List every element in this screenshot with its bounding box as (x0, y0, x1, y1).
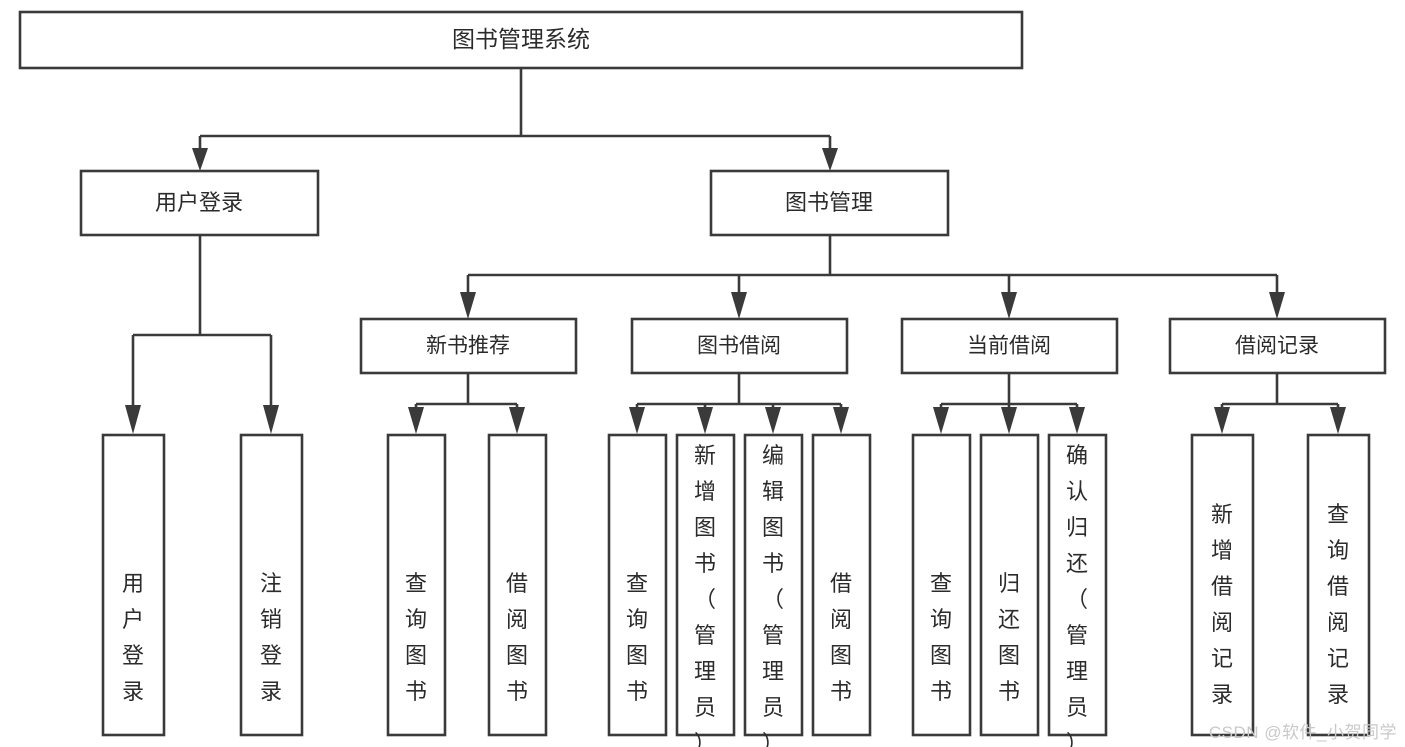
arrow-to-leaf-query-book-3 (933, 407, 949, 434)
arrow-to-borrow-record (1269, 292, 1285, 319)
leaf-borrow-book-2-box[interactable] (811, 433, 872, 737)
leaf-logout-label: 注销登录 (260, 571, 282, 704)
leaf-query-book-1-box[interactable] (386, 433, 447, 737)
arrow-to-new-book-recommend (460, 292, 476, 319)
leaf-query-record-box[interactable] (1306, 433, 1371, 737)
node-book-management[interactable]: 图书管理 (709, 169, 950, 237)
leaf-add-record-box[interactable] (1190, 433, 1255, 737)
leaf-logout-box[interactable] (239, 433, 304, 737)
leaf-add-book-label: 新增图书（管理员） (694, 443, 716, 747)
leaf-edit-book[interactable]: 编辑图书（管理员） (743, 433, 804, 747)
node-user-login-box[interactable] (79, 169, 320, 237)
leaf-query-book-1[interactable]: 查询图书 (386, 433, 447, 737)
arrow-to-leaf-borrow-book-1 (509, 407, 525, 434)
node-user-login[interactable]: 用户登录 (79, 169, 320, 237)
leaf-confirm-return[interactable]: 确认归还（管理员） (1047, 433, 1108, 747)
node-new-book-recommend-label: 新书推荐 (426, 335, 510, 358)
node-book-borrow[interactable]: 图书借阅 (630, 317, 849, 375)
leaf-query-book-3-label: 查询图书 (930, 571, 952, 704)
node-book-management-box[interactable] (709, 169, 950, 237)
leaf-return-book-box[interactable] (979, 433, 1040, 737)
leaf-return-book-label: 归还图书 (998, 571, 1020, 704)
leaf-query-record[interactable]: 查询借阅记录 (1306, 433, 1371, 737)
node-new-book-recommend-box[interactable] (359, 317, 578, 375)
leaf-edit-book-label: 编辑图书（管理员） (762, 443, 784, 747)
arrow-to-leaf-return-book (1001, 407, 1017, 434)
leaf-return-book[interactable]: 归还图书 (979, 433, 1040, 737)
leaf-query-book-2[interactable]: 查询图书 (607, 433, 668, 737)
arrow-to-leaf-query-book-2 (629, 407, 645, 434)
arrow-to-leaf-query-record (1330, 407, 1346, 434)
node-root-box[interactable] (18, 10, 1024, 70)
arrow-to-leaf-edit-book (765, 407, 781, 434)
leaf-add-record-label: 新增借阅记录 (1211, 502, 1233, 707)
node-user-login-label: 用户登录 (155, 190, 243, 215)
leaf-query-book-3[interactable]: 查询图书 (911, 433, 972, 737)
node-borrow-record-label: 借阅记录 (1235, 335, 1319, 358)
node-borrow-record[interactable]: 借阅记录 (1168, 317, 1387, 375)
arrow-to-book-borrow (731, 292, 747, 319)
arrow-to-current-borrow (1001, 292, 1017, 319)
leaf-user-login[interactable]: 用户登录 (101, 433, 166, 737)
leaf-add-book-box[interactable] (675, 433, 736, 737)
connector-layer (125, 68, 1346, 434)
leaf-confirm-return-label: 确认归还（管理员） (1066, 443, 1088, 747)
leaf-user-login-label: 用户登录 (122, 571, 144, 704)
node-current-borrow[interactable]: 当前借阅 (900, 317, 1119, 375)
leaf-confirm-return-box[interactable] (1047, 433, 1108, 737)
leaf-borrow-book-1[interactable]: 借阅图书 (487, 433, 548, 737)
leaf-borrow-book-1-box[interactable] (487, 433, 548, 737)
leaf-add-record[interactable]: 新增借阅记录 (1190, 433, 1255, 737)
arrow-to-book-management (822, 148, 838, 171)
arrow-to-leaf-add-record (1214, 407, 1230, 434)
arrow-to-leaf-query-book-1 (408, 407, 424, 434)
arrow-to-leaf-add-book (697, 407, 713, 434)
leaf-logout[interactable]: 注销登录 (239, 433, 304, 737)
node-book-management-label: 图书管理 (785, 190, 873, 215)
leaf-query-book-2-label: 查询图书 (626, 571, 648, 704)
leaf-borrow-book-2[interactable]: 借阅图书 (811, 433, 872, 737)
arrow-to-leaf-borrow-book-2 (833, 407, 849, 434)
csdn-watermark: CSDN @软件_小贺同学 (1208, 723, 1397, 742)
leaf-borrow-book-2-label: 借阅图书 (830, 571, 852, 704)
node-book-borrow-label: 图书借阅 (697, 335, 781, 358)
leaf-borrow-book-1-label: 借阅图书 (506, 571, 528, 704)
node-root[interactable]: 图书管理系统 (18, 10, 1024, 70)
node-book-borrow-box[interactable] (630, 317, 849, 375)
leaf-edit-book-box[interactable] (743, 433, 804, 737)
leaf-user-login-box[interactable] (101, 433, 166, 737)
node-current-borrow-label: 当前借阅 (967, 335, 1051, 358)
node-root-label: 图书管理系统 (452, 26, 590, 52)
leaf-query-book-1-label: 查询图书 (405, 571, 427, 704)
leaf-query-book-3-box[interactable] (911, 433, 972, 737)
arrow-to-leaf-confirm-return (1069, 407, 1085, 434)
arrow-to-leaf-logout (263, 405, 279, 434)
leaf-query-book-2-box[interactable] (607, 433, 668, 737)
node-borrow-record-box[interactable] (1168, 317, 1387, 375)
arrow-to-leaf-user-login (125, 405, 141, 434)
leaf-add-book[interactable]: 新增图书（管理员） (675, 433, 736, 747)
node-new-book-recommend[interactable]: 新书推荐 (359, 317, 578, 375)
arrow-to-user-login (192, 148, 208, 171)
leaf-query-record-label: 查询借阅记录 (1327, 502, 1349, 707)
node-current-borrow-box[interactable] (900, 317, 1119, 375)
